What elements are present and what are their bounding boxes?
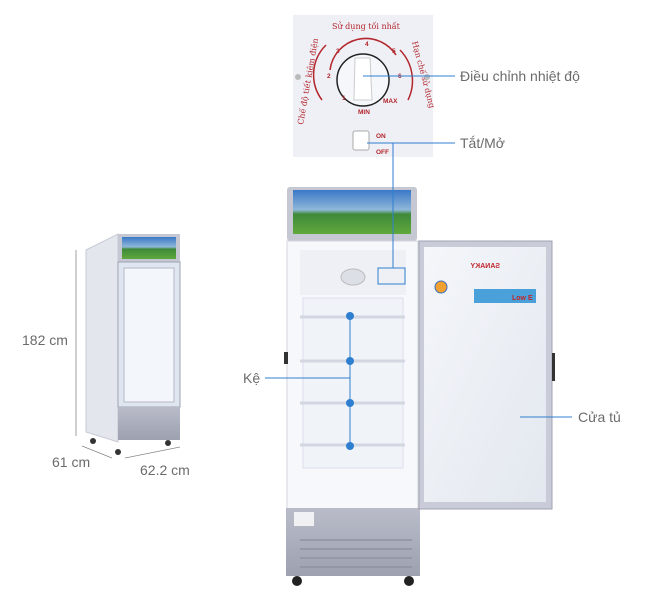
thermostat-panel: Sử dụng tối nhất Hạn chế sử dụng Chế độ … xyxy=(293,15,437,157)
door-brand: SANAKY xyxy=(470,263,500,270)
dial-number-3: 3 xyxy=(336,48,340,55)
switch-off: OFF xyxy=(376,149,389,156)
width-dimension: 62.2 cm xyxy=(140,462,190,478)
screw-icon xyxy=(424,74,430,80)
dial-max: MAX xyxy=(383,98,398,105)
dial-number-2: 2 xyxy=(327,73,331,80)
door-badge: Low E xyxy=(512,295,533,302)
power-switch[interactable] xyxy=(352,130,370,151)
switch-on: ON xyxy=(376,133,386,140)
height-dimension: 182 cm xyxy=(22,332,68,348)
callout-power-switch: Tắt/Mở xyxy=(460,135,505,151)
dial-min: MIN xyxy=(358,109,370,116)
dial-number-5: 5 xyxy=(392,48,396,55)
thermostat-location-box xyxy=(377,267,406,285)
callout-door: Cửa tủ xyxy=(578,409,621,425)
shelf-markers xyxy=(346,312,354,450)
dial-arc-best: Sử dụng tối nhất xyxy=(332,22,401,31)
callout-lines xyxy=(265,75,572,446)
callout-thermostat: Điều chỉnh nhiệt độ xyxy=(460,68,580,84)
header-banner-image xyxy=(293,190,411,234)
callout-shelves: Kệ xyxy=(243,370,260,386)
screw-icon xyxy=(295,74,301,80)
fridge-open-view: SANAKY Low E xyxy=(284,187,555,586)
small-fridge-view: 182 cm 61 cm 62.2 cm xyxy=(22,233,190,478)
dial-number-1: 1 xyxy=(342,95,346,102)
depth-dimension: 61 cm xyxy=(52,454,90,470)
dial-number-4: 4 xyxy=(365,41,369,48)
